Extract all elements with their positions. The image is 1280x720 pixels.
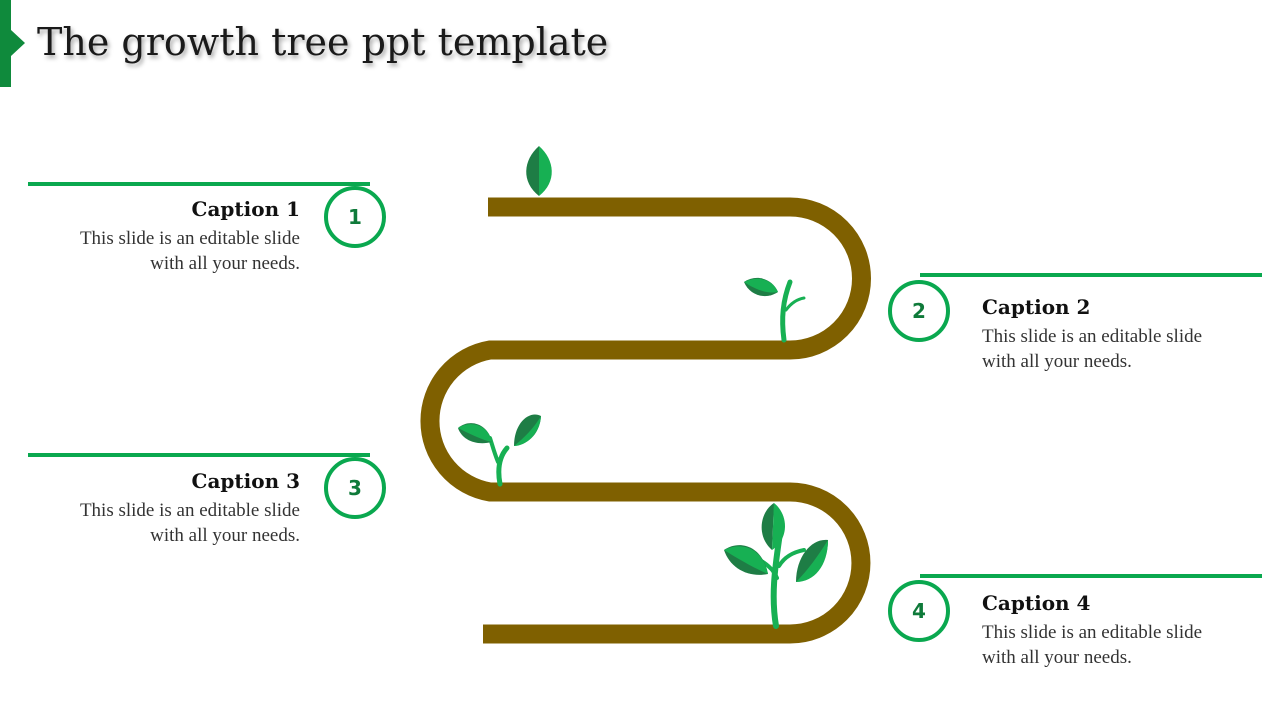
caption-2-block: Caption 2 This slide is an editable slid… xyxy=(982,294,1280,374)
caption-1-text: This slide is an editable slide with all… xyxy=(79,228,300,274)
caption-4-number-badge: 4 xyxy=(888,580,950,642)
caption-3-line xyxy=(28,453,370,457)
growth-path xyxy=(420,197,871,644)
caption-2-line xyxy=(920,273,1262,277)
caption-4-block: Caption 4 This slide is an editable slid… xyxy=(982,590,1280,670)
caption-3-block: Caption 3 This slide is an editable slid… xyxy=(0,468,300,548)
caption-3-text: This slide is an editable slide with all… xyxy=(79,500,300,546)
plant-icon xyxy=(724,503,828,629)
caption-1-title: Caption 1 xyxy=(191,197,300,221)
caption-3-number-badge: 3 xyxy=(324,457,386,519)
title-accent-bar xyxy=(0,0,11,87)
caption-1-number-badge: 1 xyxy=(324,186,386,248)
caption-4-line xyxy=(920,574,1262,578)
leaf-icon xyxy=(526,146,552,196)
sprout-icon xyxy=(744,277,806,343)
caption-3-title: Caption 3 xyxy=(191,469,300,493)
title-accent-arrow xyxy=(11,30,25,56)
caption-2-text: This slide is an editable slide with all… xyxy=(982,326,1203,372)
caption-1-block: Caption 1 This slide is an editable slid… xyxy=(0,196,300,276)
caption-4-text: This slide is an editable slide with all… xyxy=(982,622,1203,668)
sprout-icon xyxy=(458,414,541,487)
caption-4-title: Caption 4 xyxy=(982,591,1091,615)
slide-title: The growth tree ppt template xyxy=(37,20,609,64)
caption-1-line xyxy=(28,182,370,186)
caption-2-title: Caption 2 xyxy=(982,295,1091,319)
caption-2-number-badge: 2 xyxy=(888,280,950,342)
